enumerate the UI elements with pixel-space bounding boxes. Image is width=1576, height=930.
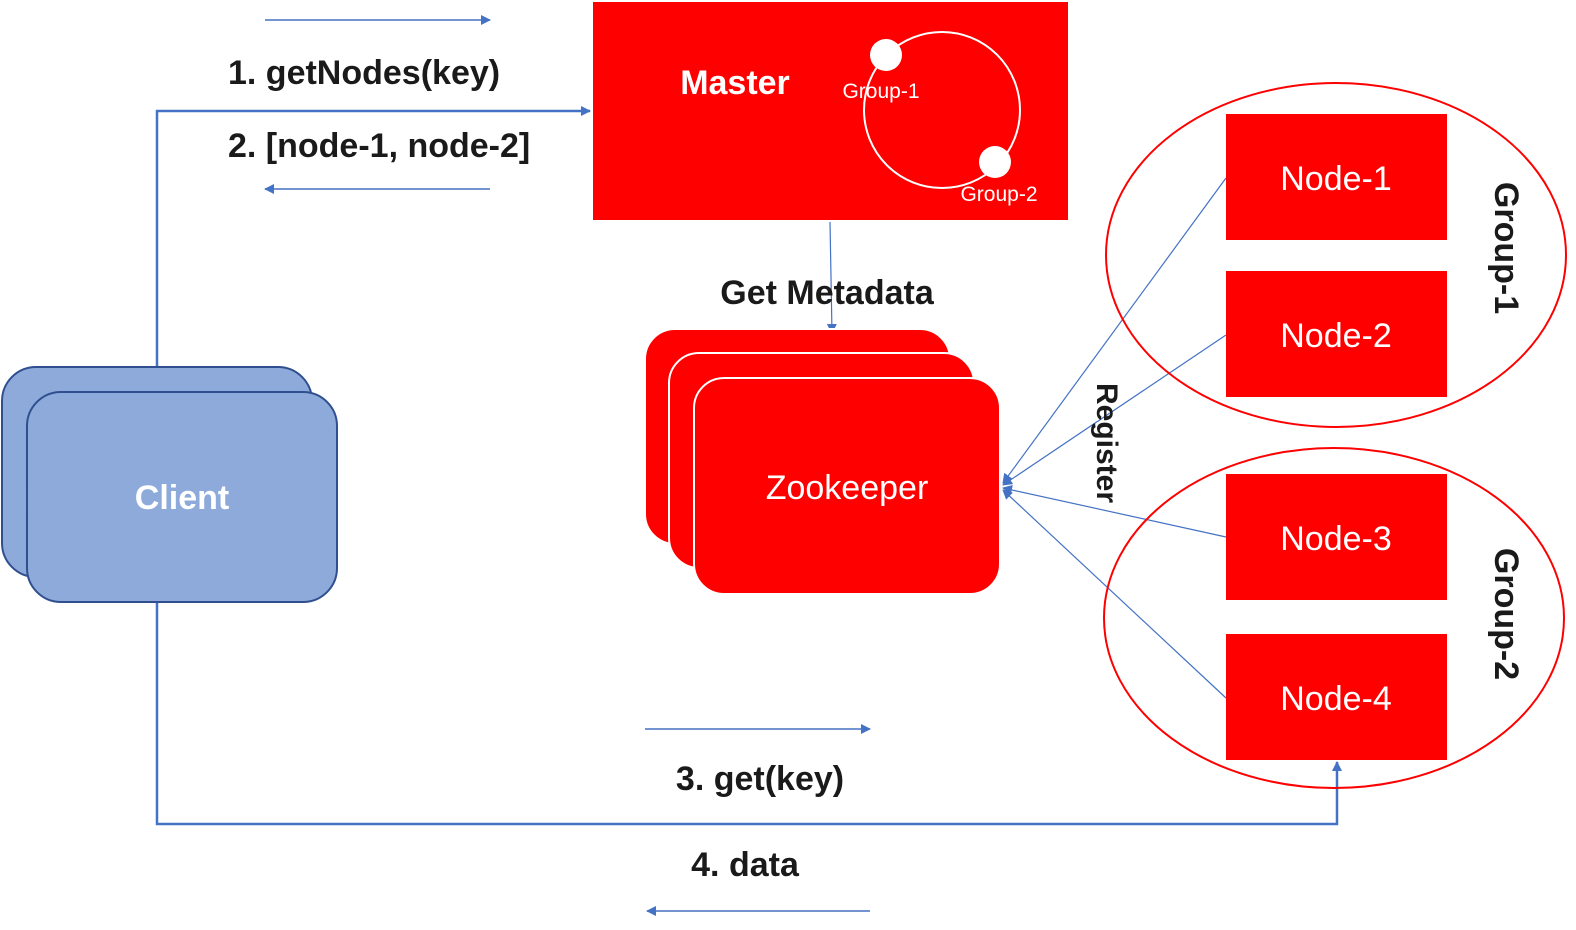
- register-label: Register: [1090, 383, 1123, 503]
- register-line-node2: [1002, 334, 1227, 486]
- step3-label: 3. get(key): [676, 760, 844, 798]
- node-1: Node-1: [1226, 114, 1447, 240]
- register-lines: [1002, 177, 1227, 699]
- node-1-label: Node-1: [1280, 160, 1392, 198]
- step1-label: 1. getNodes(key): [228, 54, 500, 92]
- ring-point-group1: [870, 39, 902, 71]
- register-line-node4: [1002, 489, 1227, 699]
- group1-ellipse: [1105, 82, 1567, 428]
- node-3: Node-3: [1226, 474, 1447, 600]
- register-line-node3: [1002, 485, 1227, 538]
- client-to-node4-connector: [155, 603, 1342, 826]
- master-to-zookeeper-arrow: [826, 221, 837, 334]
- node-4-label: Node-4: [1280, 680, 1392, 718]
- node-3-label: Node-3: [1280, 520, 1392, 558]
- client-label: Client: [135, 479, 229, 517]
- client-box: Client: [1, 366, 338, 603]
- group1-label: Group-1: [1487, 182, 1525, 314]
- node-2-label: Node-2: [1280, 317, 1392, 355]
- zookeeper-cluster: Zookeeper: [644, 328, 1001, 595]
- step2-label: 2. [node-1, node-2]: [228, 127, 530, 165]
- master-label: Master: [680, 64, 790, 102]
- group2-ellipse: [1103, 447, 1565, 789]
- group2-label: Group-2: [1487, 548, 1525, 680]
- ring-label-group2: Group-2: [960, 183, 1037, 206]
- register-line-node1: [1002, 177, 1227, 484]
- get-metadata-label: Get Metadata: [720, 274, 935, 312]
- step4-label: 4. data: [691, 846, 800, 884]
- ring-label-group1: Group-1: [842, 80, 919, 103]
- node-4: Node-4: [1226, 634, 1447, 760]
- master-box: Master Group-1 Group-2: [593, 2, 1068, 220]
- node-2: Node-2: [1226, 271, 1447, 397]
- client-to-master-connector: [155, 106, 591, 368]
- hash-ring: [863, 31, 1021, 189]
- ring-point-group2: [979, 146, 1011, 178]
- zookeeper-label: Zookeeper: [766, 469, 929, 507]
